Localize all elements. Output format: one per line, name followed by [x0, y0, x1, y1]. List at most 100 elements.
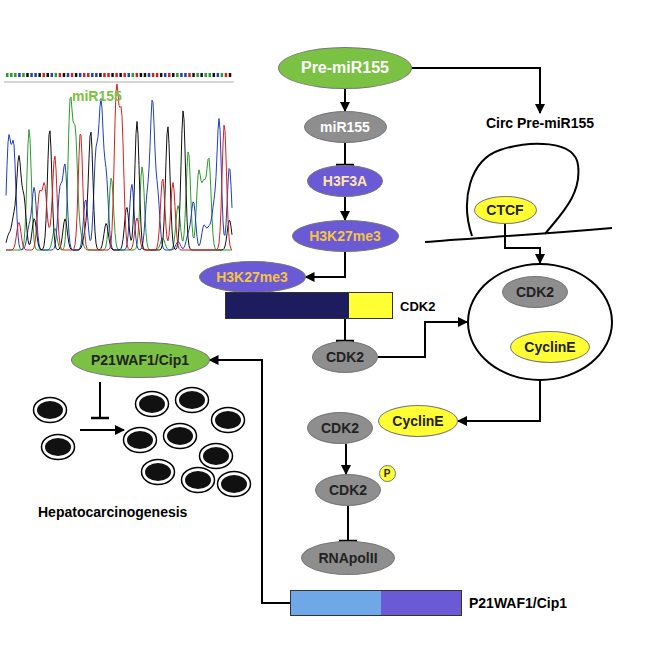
base-call — [26, 73, 29, 77]
base-call — [103, 73, 106, 77]
arrow-connector — [378, 322, 467, 357]
base-call — [115, 73, 118, 77]
base-call — [75, 73, 78, 77]
inhibition-connector — [339, 506, 357, 541]
base-call — [87, 73, 90, 77]
node-label: CDK2 — [516, 284, 554, 300]
base-call — [225, 73, 228, 77]
inhibition-connector — [336, 143, 354, 165]
base-call — [217, 73, 220, 77]
molecule-ellipse: P21WAF1/Cip1 — [71, 342, 210, 378]
molecule-ellipse: Pre-miR155 — [278, 47, 412, 89]
base-call — [140, 73, 143, 77]
molecule-ellipse: CyclinE — [378, 405, 458, 437]
connector-line — [458, 381, 540, 421]
base-call — [144, 73, 147, 77]
base-call — [22, 73, 25, 77]
base-call — [111, 73, 114, 77]
gene-bar: P21WAF1/Cip1 — [290, 590, 462, 616]
arrow-connector — [412, 68, 540, 113]
connector-line — [347, 506, 349, 541]
node-label: P — [384, 468, 391, 479]
trace — [6, 97, 232, 250]
molecule-ellipse: H3K27me3 — [199, 261, 306, 293]
base-call — [180, 73, 183, 77]
base-call — [213, 73, 216, 77]
node-label: CyclinE — [392, 413, 443, 429]
base-call — [51, 73, 54, 77]
cell-rings — [34, 388, 251, 497]
molecule-ellipse: H3K27me3 — [292, 220, 399, 252]
base-call — [14, 73, 17, 77]
base-call — [63, 73, 65, 77]
base-call — [38, 73, 41, 77]
base-call — [71, 73, 74, 77]
inhibition-line — [99, 382, 101, 418]
node-label: CDK2 — [326, 349, 364, 365]
molecule-ellipse: RNApolII — [301, 541, 395, 575]
arrow-connector — [345, 89, 346, 111]
connector-line — [344, 143, 346, 165]
base-call — [119, 73, 122, 77]
node-label: CDK2 — [321, 420, 359, 436]
gene-bar: CDK2 — [225, 292, 393, 319]
inhibition-connector — [336, 319, 354, 341]
process-label: Hepatocarcinogenesis — [38, 504, 187, 520]
trace — [6, 111, 232, 250]
base-call — [188, 73, 191, 77]
base-call — [176, 73, 179, 77]
base-call — [184, 73, 187, 77]
molecule-ellipse: CTCF — [474, 196, 537, 224]
base-call — [221, 73, 224, 77]
base-call — [18, 73, 21, 77]
node-label: Pre-miR155 — [301, 59, 389, 77]
connector-line — [505, 224, 540, 263]
node-label: H3K27me3 — [216, 269, 288, 285]
molecule-ellipse: miR155 — [304, 111, 387, 143]
node-label: Circ Pre-miR155 — [486, 115, 594, 131]
proliferation-arrow — [80, 429, 124, 431]
base-call — [209, 73, 212, 77]
base-call — [152, 73, 155, 77]
base-call — [128, 73, 131, 77]
molecule-ellipse: H3F3A — [307, 165, 383, 197]
base-call — [148, 73, 151, 77]
node-label: P21WAF1/Cip1 — [91, 352, 189, 368]
base-call — [164, 73, 167, 77]
base-call — [42, 73, 45, 77]
base-call — [123, 73, 126, 77]
molecule-ellipse: CDK2 — [315, 474, 381, 506]
chromatogram — [4, 73, 234, 250]
molecule-ellipse: CyclinE — [510, 331, 590, 363]
arrow-connector — [210, 360, 291, 603]
base-call — [34, 73, 37, 77]
base-call — [79, 73, 82, 77]
molecule-ellipse: CDK2 — [312, 341, 378, 373]
connector-line — [378, 322, 467, 357]
base-call — [91, 73, 94, 77]
base-call — [204, 73, 207, 77]
connector-line — [344, 89, 346, 111]
base-call — [192, 73, 195, 77]
base-call — [168, 73, 171, 77]
base-call — [10, 73, 13, 77]
complex-circle: CDK2CyclinE — [467, 263, 613, 381]
base-call — [107, 73, 110, 77]
molecule-ellipse: P — [379, 465, 396, 482]
molecule-ellipse: CDK2 — [307, 412, 373, 444]
node-label: RNApolII — [318, 550, 377, 566]
node-label: miR155 — [320, 119, 370, 135]
node-label: CTCF — [486, 202, 523, 218]
dna-strand — [425, 228, 612, 242]
base-call — [196, 73, 199, 77]
inhibition-bar — [91, 417, 109, 420]
connector-line — [344, 319, 346, 341]
base-call — [229, 73, 232, 77]
connector-line — [412, 68, 540, 113]
connector-line — [306, 252, 346, 277]
node-label: CDK2 — [329, 482, 367, 498]
base-call — [83, 73, 86, 77]
connector-line — [345, 444, 347, 474]
gene-label: CDK2 — [400, 298, 435, 313]
arrow-connector — [505, 224, 540, 263]
